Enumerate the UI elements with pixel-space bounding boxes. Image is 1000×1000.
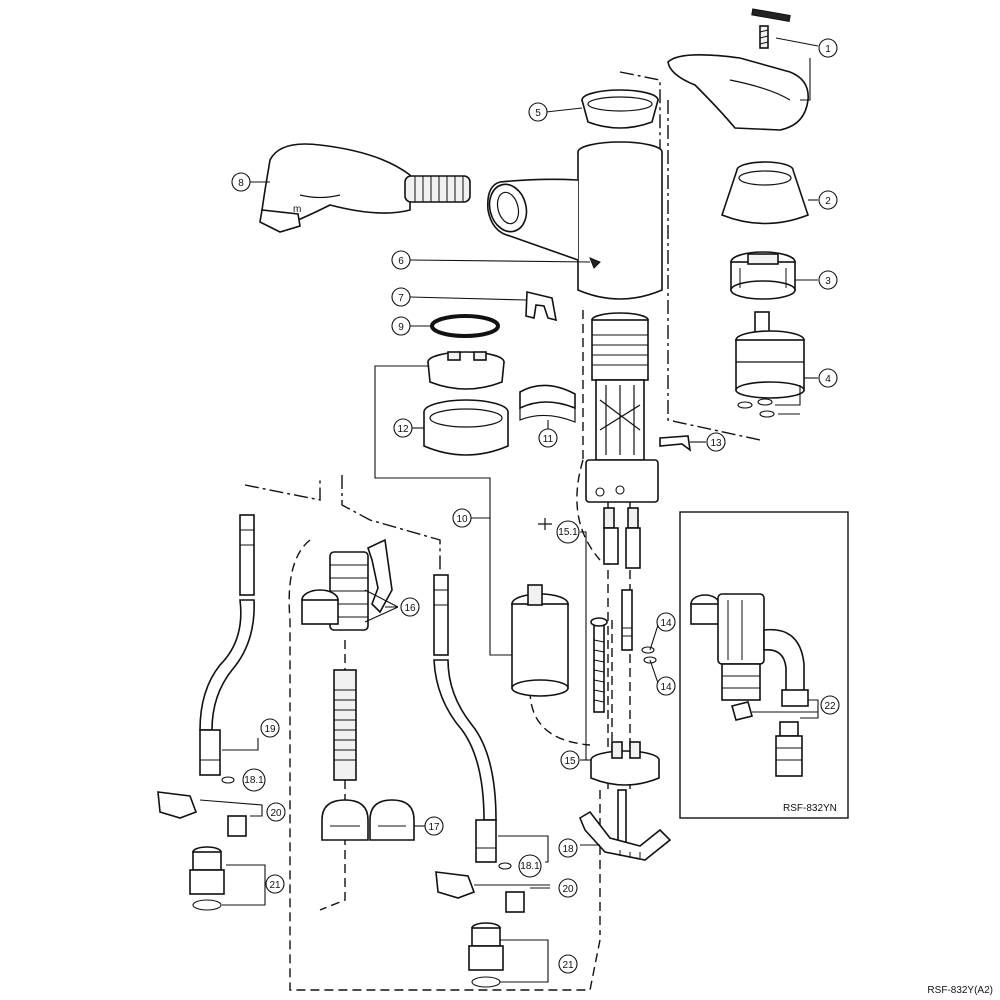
right-supply-hose [433, 574, 512, 870]
svg-text:18.1: 18.1 [520, 861, 540, 872]
callouts: 1 2 3 4 5 6 7 8 9 10 11 12 13 14 14 15 1… [231, 38, 840, 974]
callout-9: 9 [391, 316, 411, 336]
variant-adapter [775, 721, 803, 777]
hose-clamps [321, 799, 415, 841]
svg-text:15.1: 15.1 [558, 527, 578, 538]
flex-hose [333, 669, 357, 781]
svg-text:17: 17 [428, 822, 440, 833]
svg-text:22: 22 [824, 701, 836, 712]
pull-out-spray-head: m [259, 143, 471, 233]
svg-text:14: 14 [660, 682, 672, 693]
svg-text:12: 12 [397, 424, 409, 435]
callout-20a: 20 [266, 802, 286, 822]
leader-lines [199, 37, 819, 983]
spout-body [486, 141, 663, 300]
svg-text:15: 15 [564, 756, 576, 767]
base-collar [423, 399, 509, 456]
callout-12: 12 [393, 418, 413, 438]
callout-3: 3 [818, 270, 838, 290]
callout-10: 10 [452, 508, 472, 528]
svg-text:9: 9 [398, 322, 404, 333]
hose-clip-left [157, 791, 247, 837]
adapter-left [189, 846, 225, 911]
svg-text:m: m [293, 204, 301, 215]
callout-21a: 21 [265, 874, 285, 894]
cartridge-nut [730, 251, 796, 300]
callout-21b: 21 [558, 954, 578, 974]
variant-label: RSF-832YN [783, 803, 837, 814]
clip [525, 290, 558, 322]
callout-13: 13 [706, 432, 726, 452]
callout-22: 22 [820, 695, 840, 715]
svg-text:13: 13 [710, 438, 722, 449]
hose-coil [404, 175, 471, 203]
callout-16: 16 [400, 597, 420, 617]
svg-text:3: 3 [825, 276, 831, 287]
mounting-plate [590, 741, 660, 786]
upper-collar [427, 351, 505, 390]
ceramic-cartridge [735, 311, 805, 418]
callout-1: 1 [818, 38, 838, 58]
bottom-bracket [578, 789, 672, 861]
o-ring [430, 314, 500, 338]
variant-valve [690, 593, 809, 721]
svg-text:1: 1 [825, 44, 831, 55]
svg-text:14: 14 [660, 618, 672, 629]
hose-clip-right [435, 871, 525, 913]
callout-15-1: 15.1 [556, 520, 580, 544]
long-bolt [538, 518, 608, 713]
svg-text:5: 5 [535, 108, 541, 119]
svg-text:8: 8 [238, 178, 244, 189]
svg-text:19: 19 [264, 724, 276, 735]
callout-4: 4 [818, 368, 838, 388]
svg-text:6: 6 [398, 256, 404, 267]
adapter-right [468, 922, 504, 988]
callout-14a: 14 [656, 612, 676, 632]
svg-text:21: 21 [269, 880, 281, 891]
callout-6: 6 [391, 250, 411, 270]
variant-box: RSF-832YN [679, 511, 849, 819]
callout-2: 2 [818, 190, 838, 210]
top-ring [581, 89, 659, 129]
svg-text:2: 2 [825, 196, 831, 207]
svg-text:4: 4 [825, 374, 831, 385]
callout-19: 19 [260, 718, 280, 738]
callout-14b: 14 [656, 676, 676, 696]
c-spacer [519, 384, 576, 423]
small-o-rings [621, 589, 657, 664]
left-supply-hose [199, 514, 255, 784]
svg-text:18.1: 18.1 [244, 775, 264, 786]
callout-18-1a: 18.1 [242, 768, 266, 792]
callout-18: 18 [558, 838, 578, 858]
svg-text:7: 7 [398, 293, 404, 304]
mounting-cylinder [511, 584, 569, 697]
svg-text:18: 18 [562, 844, 574, 855]
svg-text:11: 11 [543, 434, 554, 445]
svg-text:21: 21 [562, 960, 574, 971]
valve-body [585, 312, 659, 569]
cap-cover [721, 161, 809, 225]
svg-text:10: 10 [456, 514, 468, 525]
callout-15: 15 [560, 750, 580, 770]
callout-18-1b: 18.1 [518, 854, 542, 878]
model-label: RSF-832Y(A2) [927, 985, 993, 996]
callout-11: 11 [538, 428, 558, 448]
lever-handle [667, 8, 809, 131]
callout-17: 17 [424, 816, 444, 836]
callout-5: 5 [528, 102, 548, 122]
svg-text:20: 20 [562, 884, 574, 895]
svg-text:16: 16 [404, 603, 416, 614]
filter-assembly [301, 538, 393, 631]
retaining-clip [659, 435, 692, 452]
callout-8: 8 [231, 172, 251, 192]
callout-7: 7 [391, 287, 411, 307]
callout-20b: 20 [558, 878, 578, 898]
svg-text:20: 20 [270, 808, 282, 819]
